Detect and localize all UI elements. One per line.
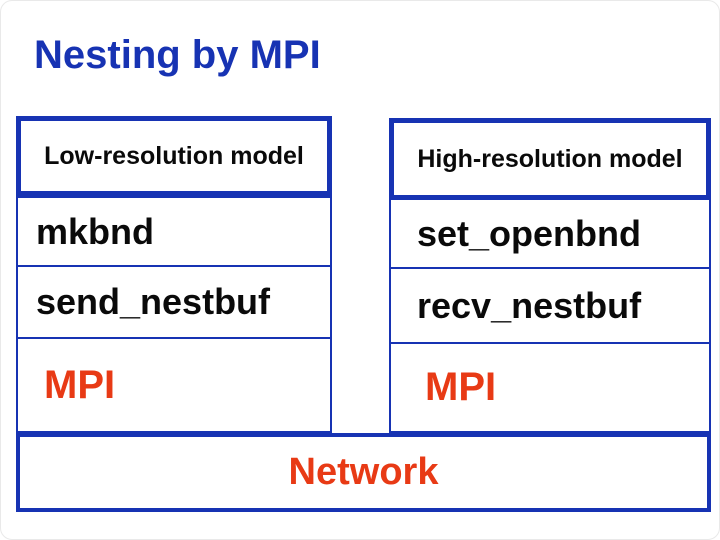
low-res-mpi-box: MPI [16,337,332,433]
set-openbnd-box: set_openbnd [389,198,711,269]
send-nestbuf-box: send_nestbuf [16,265,332,339]
recv-nestbuf-box: recv_nestbuf [389,267,711,344]
page-title: Nesting by MPI [34,33,321,77]
high-res-mpi-box: MPI [389,342,711,433]
recv-nestbuf-label: recv_nestbuf [417,284,642,326]
low-res-header-box: Low-resolution model [16,116,332,196]
network-box: Network [16,433,711,512]
set-openbnd-label: set_openbnd [417,212,642,254]
low-res-header-label: Low-resolution model [44,141,304,170]
mkbnd-label: mkbnd [36,210,155,252]
high-res-mpi-label: MPI [425,365,497,409]
network-label: Network [288,451,439,493]
send-nestbuf-label: send_nestbuf [36,281,271,322]
mkbnd-box: mkbnd [16,196,332,267]
high-res-header-box: High-resolution model [389,118,711,200]
low-res-mpi-label: MPI [44,362,116,407]
high-res-header-label: High-resolution model [417,144,683,173]
